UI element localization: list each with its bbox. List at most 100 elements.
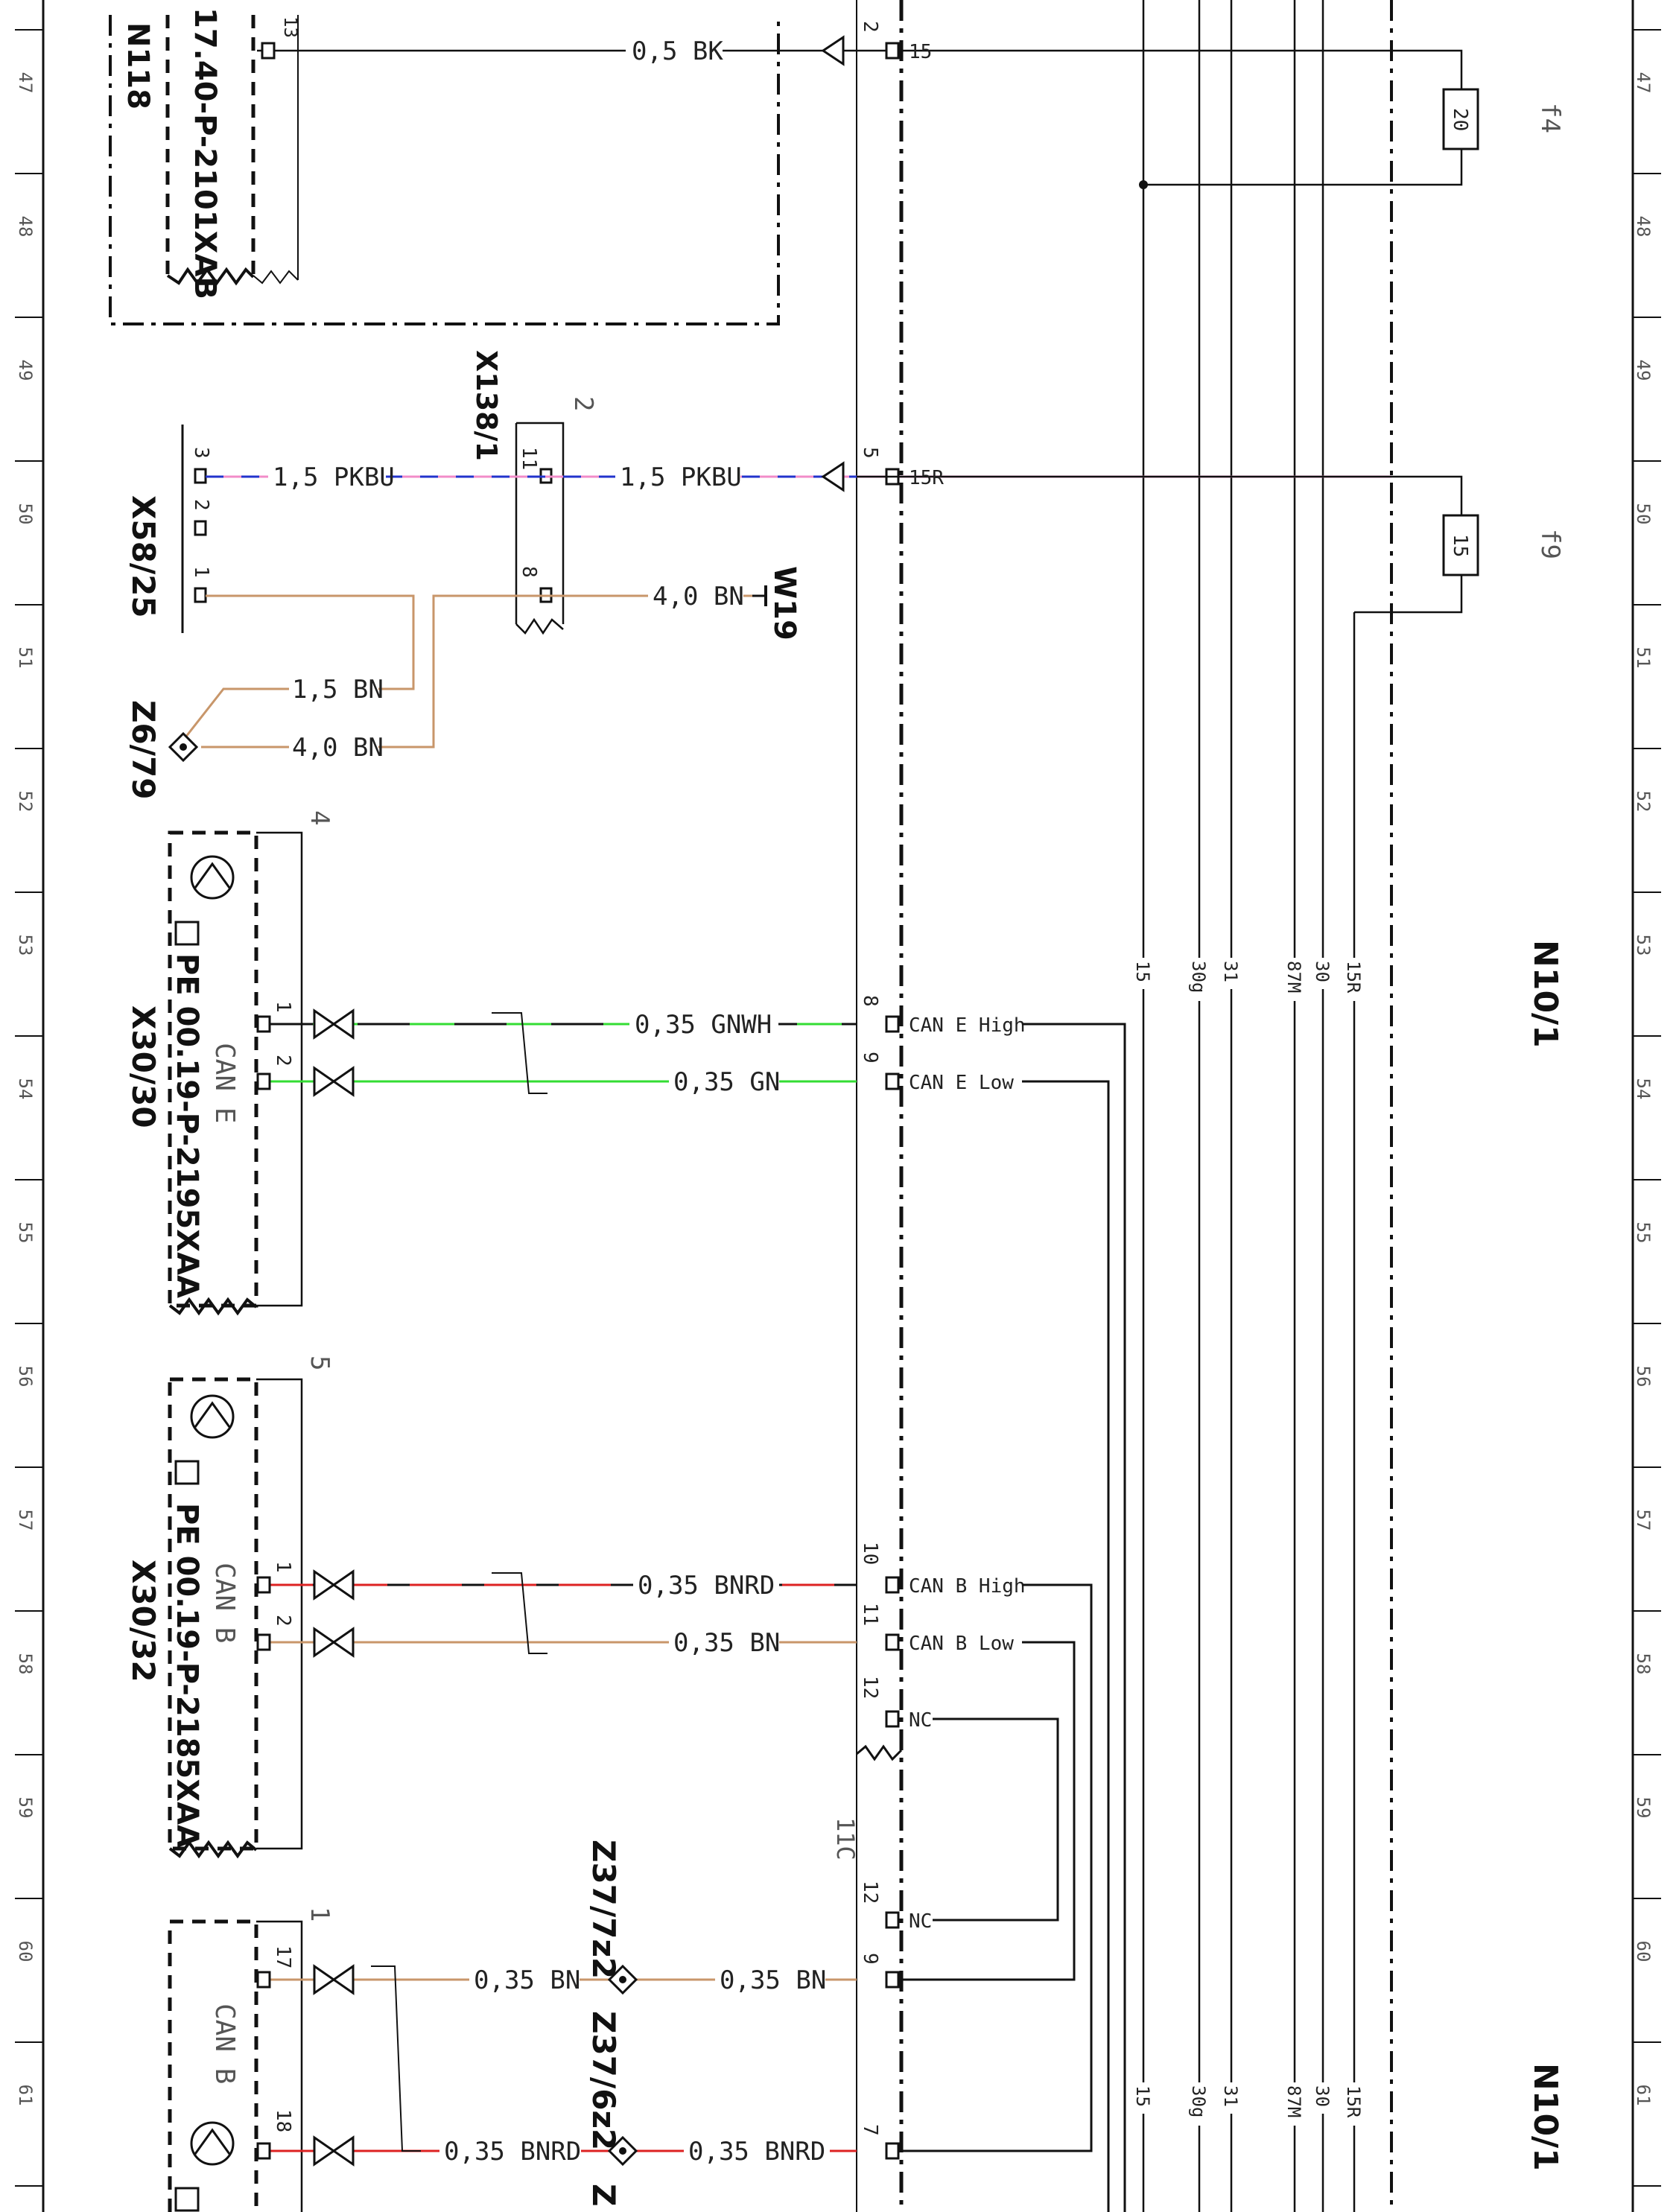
z37-cut-label: Z [585,2184,622,2206]
x138-1-label: X138/1 [470,350,503,461]
row-number-left: 56 [15,1366,36,1388]
x30-30-pin-2: 2 [272,1055,294,1067]
sam-pin-8: 8 [859,995,881,1007]
lower-block-bus: CAN B [209,2003,240,2084]
wire-label-0-35-bnrd-a: 0,35 BNRD [638,1571,775,1601]
bus-label: 87M [1283,2085,1304,2117]
x30-32-pin-1: 1 [272,1561,294,1573]
x30-32-num: 5 [305,1356,334,1370]
bus-label-bg [1189,2082,1210,2126]
wire-label-1-5-pkbu-a: 1,5 PKBU [273,463,395,492]
x138-1-pin-8: 8 [518,566,540,578]
bus-label: 31 [1220,2085,1241,2107]
x30-32-pin-2: 2 [272,1615,294,1627]
row-number-left: 60 [15,1941,36,1962]
bus-label-bg [1133,2082,1154,2114]
bus-label: 30g [1188,2085,1209,2117]
row-number-left: 59 [15,1797,36,1819]
row-number-left: 49 [15,360,36,381]
sam-pin-11: 11 [859,1603,881,1626]
fuse-f4-rating: 20 [1449,108,1471,131]
row-number-right: 57 [1633,1510,1654,1531]
fuse-f4-symbol [1442,88,1479,150]
x138-1-num: 2 [568,396,598,411]
row-number-left: 57 [15,1510,36,1531]
n118-pin-13: 13 [280,16,301,38]
row-number-left: 50 [15,503,36,525]
wire-label-0-35-bn-c: 0,35 BN [720,1965,826,1995]
circuit-1-5-pkbu: 1,5 PKBU 1,5 PKBU 5 15R [206,447,1391,492]
row-number-right: 51 [1633,647,1654,669]
row-number-left: 58 [15,1653,36,1675]
x138-1-connector: 11 8 X138/1 2 [470,350,598,635]
lower-block-num: 1 [305,1907,334,1922]
bus-label-bg [1221,958,1242,989]
x138-1-pin-11: 11 [518,447,540,470]
wire-label-4-0-bn-a: 4,0 BN [653,582,744,611]
bus-label-bg [1312,2082,1333,2114]
x30-30-block: X30/30 PE 00.19-P-2195XAA CAN E 4 1 2 [125,810,334,1316]
bus-label-bg [1312,958,1333,989]
sam-pin-7: 7 [859,2124,881,2136]
sam-pin-12b: 12 [859,1881,881,1904]
n118-label: N118 [121,22,155,109]
bus-label: 15R [1343,961,1364,994]
sam-pin-5: 5 [859,447,881,459]
circuit-can-e: 0,35 GNWH 0,35 GN 8 9 CAN E High CAN E L… [256,995,1126,2212]
bus-label: 30g [1188,961,1209,993]
row-number-right: 52 [1633,791,1654,813]
sam-signal-can-b-low: CAN B Low [909,1633,1014,1655]
bus-label: 30 [1312,961,1333,982]
circuit-can-b-lower: 0,35 BN 0,35 BN 0,35 BNRD 0,35 BNRD Z37/… [256,1840,932,2206]
x30-32-doc-ref: PE 00.19-P-2185XAA [170,1503,204,1848]
lower-block-pin-17: 17 [272,1945,294,1968]
bus-label-bg [1344,958,1365,1001]
lower-can-b-block: CAN B 1 17 18 [168,1907,334,2212]
lower-block-pin-18: 18 [272,2109,294,2132]
wire-label-0-5-bk: 0,5 BK [632,36,723,66]
bus-label-bg [1284,2082,1305,2126]
row-number-right: 50 [1633,503,1654,525]
sam-signal-can-b-high: CAN B High [909,1575,1026,1598]
row-ticks [15,29,1661,2187]
row-number-right: 60 [1633,1941,1654,1962]
fuse-f9-rating: 15 [1449,534,1471,557]
w19-label: W19 [767,566,802,641]
row-number-left: 61 [15,2085,36,2106]
n10-1-label-upper: N10/1 [1526,940,1564,1048]
bus-label: 31 [1220,961,1241,982]
page-border [42,0,1634,2212]
row-number-left: 53 [15,935,36,956]
n118-doc-ref: 17.40-P-2101XAB [188,7,222,299]
fuse-f9-label: f9 [1535,529,1565,559]
x30-32-bus: CAN B [209,1563,240,1643]
row-number-left: 52 [15,791,36,813]
x58-25-pin-3: 3 [190,447,212,459]
row-number-right: 54 [1633,1078,1654,1100]
sam-pin-9b: 9 [859,1953,881,1965]
wire-label-0-35-bnrd-c: 0,35 BNRD [688,2137,825,2167]
row-number-left: 51 [15,647,36,669]
row-number-right: 59 [1633,1797,1654,1819]
row-number-left: 48 [15,216,36,238]
z37-7z2-label: Z37/7z2 [585,1840,622,1979]
row-number-left: 55 [15,1222,36,1244]
fuse-f9-symbol [1442,514,1479,576]
wire-label-1-5-bn: 1,5 BN [292,675,384,705]
row-number-right: 56 [1633,1366,1654,1388]
x58-25-pin-1: 1 [190,566,212,578]
row-number-right: 53 [1633,935,1654,956]
wire-label-0-35-bn-b: 0,35 BN [474,1965,580,1995]
wire-label-0-35-bn-a: 0,35 BN [673,1628,780,1658]
x30-30-num: 4 [305,810,334,825]
sam-signal-15: 15 [909,41,932,63]
x30-30-doc-ref: PE 00.19-P-2195XAA [170,953,204,1298]
bus-label: 15 [1132,2085,1153,2107]
n118-block: N118 17.40-P-2101XAB 13 [109,7,780,325]
bus-label-bg [1133,958,1154,989]
circuit-0-5-bk: 0,5 BK 2 15 [257,21,1391,66]
wire-label-1-5-pkbu-b: 1,5 PKBU [620,463,742,492]
bus-label: 15R [1343,2085,1364,2118]
